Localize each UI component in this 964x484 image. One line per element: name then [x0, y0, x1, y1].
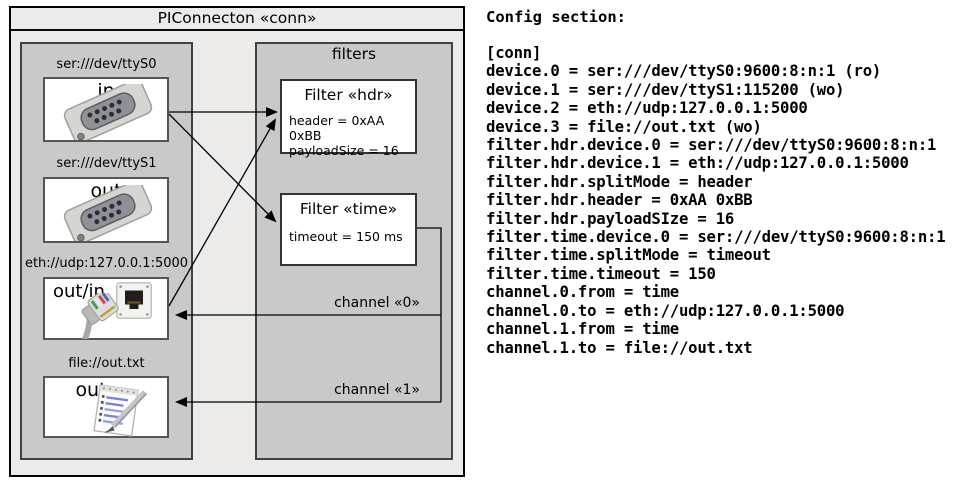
title-separator	[11, 29, 463, 31]
serial-connector-icon	[63, 84, 153, 140]
config-section-heading: Config section:	[486, 8, 626, 26]
serial-connector-icon	[63, 185, 153, 241]
filter-hdr-title: Filter «hdr»	[304, 86, 393, 104]
device-label-ttys0: ser:///dev/ttyS0	[56, 57, 157, 72]
ethernet-jack-icon	[116, 282, 152, 319]
device-label-file: file://out.txt	[68, 356, 145, 371]
ethernet-plug-icon	[71, 293, 119, 339]
channel-1-label: channel «1»	[334, 382, 420, 398]
device-box-ttys0: in	[43, 77, 169, 142]
filters-panel-title: filters	[331, 45, 377, 63]
config-text: [conn] device.0 = ser:///dev/ttyS0:9600:…	[486, 44, 946, 357]
device-box-file: out	[43, 376, 169, 438]
filter-time-properties: timeout = 150 ms	[289, 229, 403, 244]
filter-time-title: Filter «time»	[299, 200, 398, 218]
device-box-eth: out/in	[43, 277, 169, 340]
filter-box-hdr: Filter «hdr» header = 0xAA 0xBB payloadS…	[280, 79, 417, 158]
channel-0-label: channel «0»	[334, 295, 420, 311]
device-mode-label: out/in	[53, 281, 105, 302]
device-box-ttys1: out	[43, 177, 169, 243]
device-label-eth: eth://udp:127.0.0.1:5000	[24, 256, 189, 271]
diagram-title: PIConnecton «conn»	[157, 9, 317, 27]
filter-box-time: Filter «time» timeout = 150 ms	[280, 193, 417, 266]
filter-hdr-properties: header = 0xAA 0xBB payloadSize = 16	[289, 113, 399, 158]
notepad-icon	[93, 384, 148, 437]
device-label-ttys1: ser:///dev/ttyS1	[56, 156, 157, 171]
